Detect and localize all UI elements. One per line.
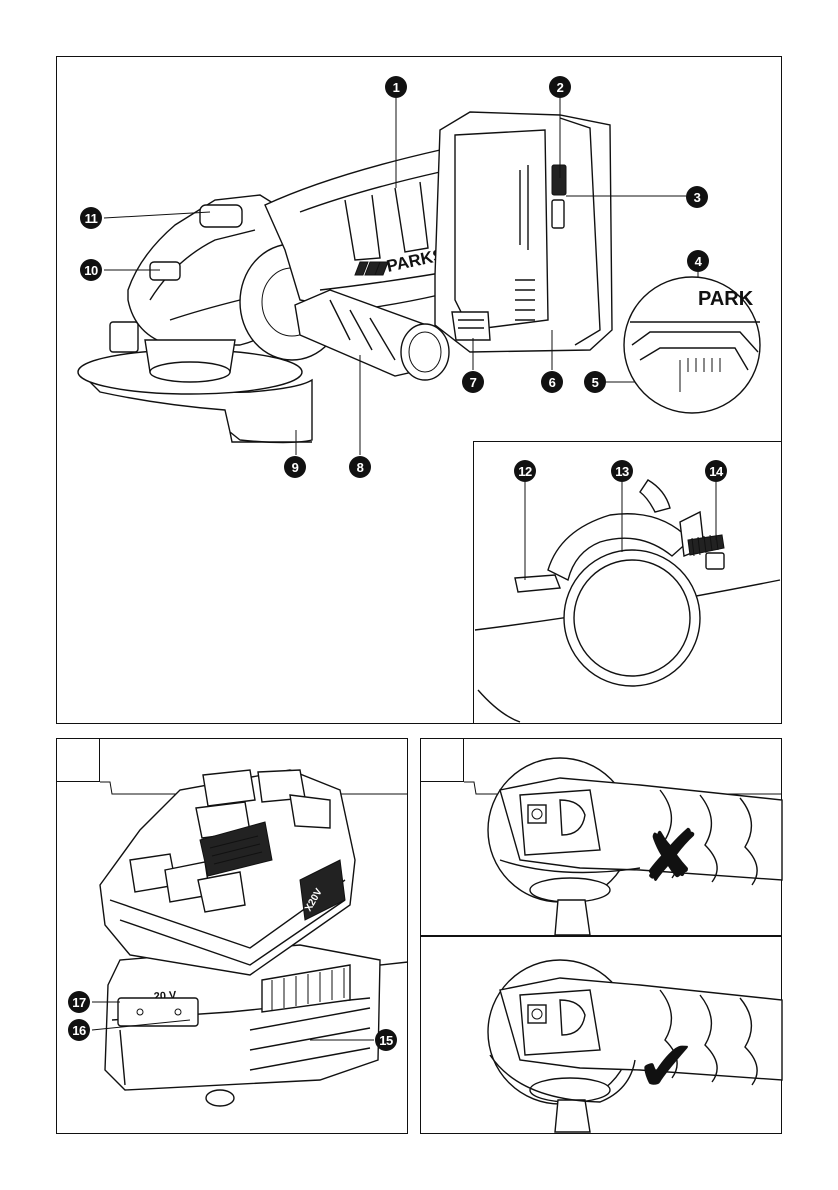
correct-mark-icon: ✔	[636, 1030, 696, 1102]
